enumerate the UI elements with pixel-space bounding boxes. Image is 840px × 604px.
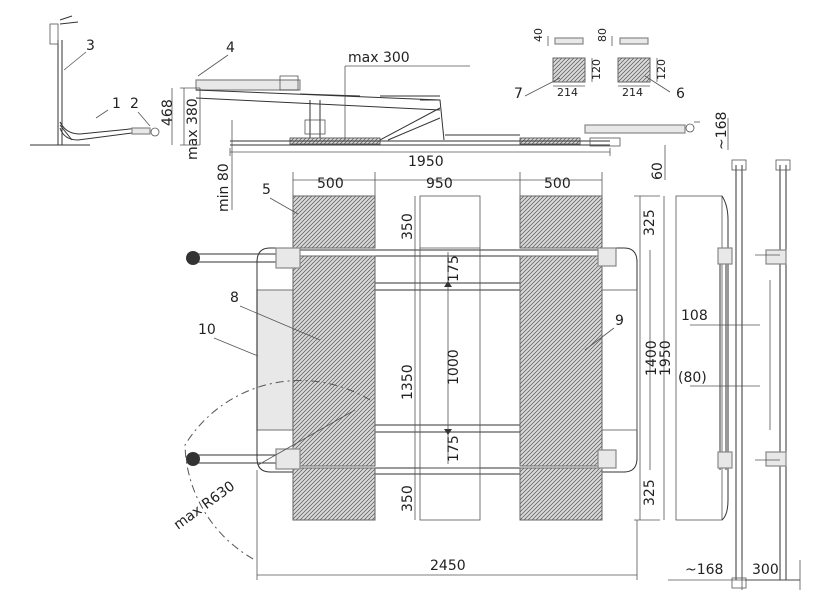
dim-min80: min 80 xyxy=(216,163,232,212)
pad-top-right xyxy=(519,195,603,249)
pad6-214: 214 xyxy=(622,86,643,99)
callout-3: 3 xyxy=(86,38,95,54)
top-dimensions: max 300 max 380 468 1950 min 80 60 ~168 xyxy=(160,50,730,212)
pad-bottom-right xyxy=(519,467,603,521)
dim-maxR630: max R630 xyxy=(171,478,238,533)
dim-175-bottom: 175 xyxy=(446,435,462,462)
dim-1950-top: 1950 xyxy=(408,154,444,170)
dim-950: 950 xyxy=(426,176,453,192)
pad-top-left xyxy=(292,195,376,249)
side-view-top: max 300 max 380 468 1950 min 80 60 ~168 xyxy=(30,15,730,212)
callout-10: 10 xyxy=(198,322,216,338)
dim-300-side: 300 xyxy=(752,562,779,578)
dim-80-paren: (80) xyxy=(678,370,707,386)
dim-1000: 1000 xyxy=(446,349,462,385)
pad6-120: 120 xyxy=(655,59,668,80)
dim-108: 108 xyxy=(681,308,708,324)
roller-top xyxy=(186,247,301,269)
side-detail-view xyxy=(745,159,800,581)
end-view: 108 (80) xyxy=(675,159,760,589)
dim-1950-plan: 1950 xyxy=(658,340,674,376)
roller-bottom xyxy=(186,448,301,470)
swing-arc xyxy=(184,380,371,561)
dim-max300: max 300 xyxy=(348,50,410,66)
platform-right xyxy=(519,255,603,467)
dim-500-right: 500 xyxy=(544,176,571,192)
dim-2450: 2450 xyxy=(430,558,466,574)
callouts: 1 2 3 4 5 6 7 8 9 10 xyxy=(63,38,685,357)
callout-4: 4 xyxy=(226,40,235,56)
pad7-214: 214 xyxy=(557,86,578,99)
dim-168-side: ~168 xyxy=(685,562,723,578)
dim-1350: 1350 xyxy=(400,364,416,400)
plan-view: max R630 500 950 500 350 1350 350 175 10… xyxy=(171,172,674,580)
callout-9: 9 xyxy=(615,313,624,329)
control-column xyxy=(30,15,160,146)
callout-2: 2 xyxy=(130,96,139,112)
dim-60: 60 xyxy=(650,162,666,180)
dim-350-bottom: 350 xyxy=(400,485,416,512)
dim-325-top: 325 xyxy=(642,209,658,236)
dim-max380: max 380 xyxy=(185,98,201,160)
dim-175-top: 175 xyxy=(446,255,462,282)
dim-1400: 1400 xyxy=(644,340,660,376)
dim-350-top: 350 xyxy=(400,213,416,240)
callout-8: 8 xyxy=(230,290,239,306)
callout-1: 1 xyxy=(112,96,121,112)
callout-7: 7 xyxy=(514,86,523,102)
pad6-80: 80 xyxy=(596,28,609,42)
pad7-40: 40 xyxy=(532,28,545,42)
callout-6: 6 xyxy=(676,86,685,102)
dim-325-bottom: 325 xyxy=(642,479,658,506)
side-bottom-dims: ~168 300 xyxy=(668,560,801,590)
lift-profile xyxy=(195,75,700,147)
dim-168-top: ~168 xyxy=(714,112,730,150)
callout-5: 5 xyxy=(262,182,271,198)
pad-details: 40 80 120 214 120 214 xyxy=(524,28,671,99)
pad7-120: 120 xyxy=(590,59,603,80)
platform-left xyxy=(292,255,376,467)
dim-500-left: 500 xyxy=(317,176,344,192)
dim-468: 468 xyxy=(160,99,176,126)
pad-bottom-left xyxy=(292,467,376,521)
